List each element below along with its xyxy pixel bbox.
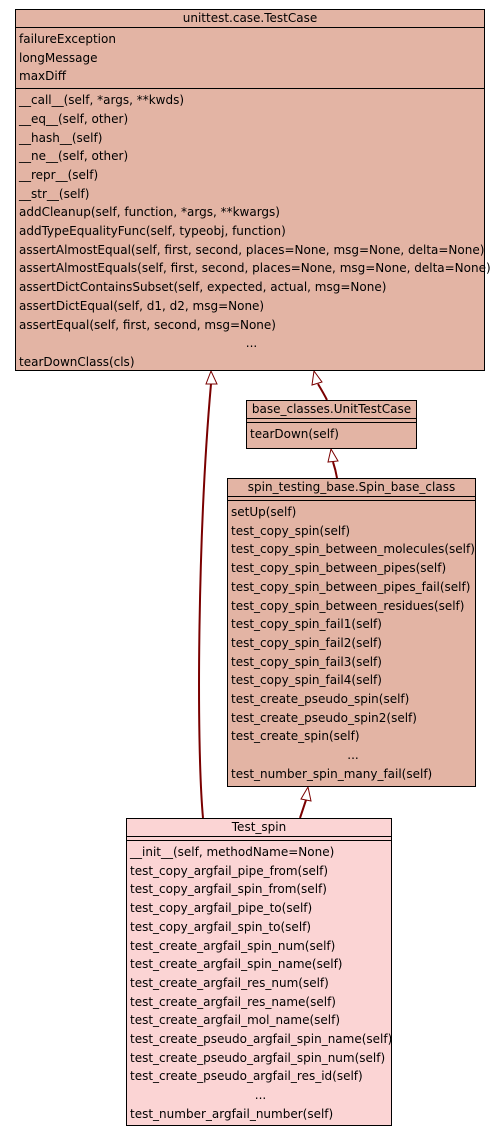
method-row: __str__(self) <box>19 186 90 201</box>
method-row: test_create_pseudo_argfail_res_id(self) <box>130 1069 363 1084</box>
edge-spinbase-to-unittestcase <box>332 461 338 479</box>
method-row: test_copy_argfail_spin_to(self) <box>130 919 312 934</box>
attribute-row: maxDiff <box>19 69 66 84</box>
method-row: test_copy_argfail_pipe_to(self) <box>130 901 313 916</box>
method-row: assertEqual(self, first, second, msg=Non… <box>19 317 276 332</box>
methods-section: __init__(self, methodName=None) test_cop… <box>127 841 393 1126</box>
method-row: addCleanup(self, function, *args, **kwar… <box>19 205 280 220</box>
arrowhead-spinbase-from-testspin <box>300 785 312 802</box>
method-row: test_create_spin(self) <box>231 729 360 744</box>
attribute-row: longMessage <box>19 50 98 65</box>
arrowhead-testcase-from-testspin <box>205 369 218 385</box>
method-row: assertDictEqual(self, d1, d2, msg=None) <box>19 298 265 313</box>
edge-testspin-to-spinbase <box>299 799 307 819</box>
method-row: test_copy_spin_between_pipes_fail(self) <box>231 579 471 594</box>
method-row: __hash__(self) <box>19 130 103 145</box>
method-row: test_create_pseudo_spin(self) <box>231 692 410 707</box>
method-row: setUp(self) <box>231 505 297 519</box>
ellipsis: ... <box>245 336 258 351</box>
attributes-section <box>228 497 475 501</box>
method-row: test_copy_spin(self) <box>231 523 351 538</box>
method-row: tearDownClass(cls) <box>19 354 135 369</box>
method-row: test_copy_spin_between_pipes(self) <box>231 561 447 576</box>
method-row: test_copy_spin_fail4(self) <box>231 673 382 688</box>
method-row: test_copy_argfail_pipe_from(self) <box>130 863 329 878</box>
edge-unittestcase-to-testcase <box>317 383 328 401</box>
method-row: test_create_pseudo_spin2(self) <box>231 710 417 725</box>
methods-section: setUp(self) test_copy_spin(self) test_co… <box>228 501 475 786</box>
class-box-spinbase: spin_testing_base.Spin_base_class setUp(… <box>227 478 476 787</box>
method-row: __ne__(self, other) <box>19 149 129 164</box>
attributes-section <box>127 837 391 841</box>
attributes-section: failureException longMessage maxDiff <box>16 28 484 90</box>
methods-section: __call__(self, *args, **kwds) __eq__(sel… <box>16 89 491 374</box>
method-row: test_create_pseudo_argfail_spin_num(self… <box>130 1050 386 1065</box>
method-row: test_create_argfail_res_name(self) <box>130 994 336 1009</box>
edge-testspin-to-testcase <box>198 383 212 819</box>
arrowhead-unittestcase-from-spinbase <box>327 447 339 463</box>
class-box-testspin: Test_spin __init__(self, methodName=None… <box>126 818 392 1126</box>
ellipsis: ... <box>254 1088 267 1103</box>
method-row: __eq__(self, other) <box>19 111 129 126</box>
method-row: addTypeEqualityFunc(self, typeobj, funct… <box>19 224 286 239</box>
method-row: test_copy_spin_fail2(self) <box>231 635 382 650</box>
method-row: test_copy_spin_fail1(self) <box>231 617 382 632</box>
class-box-testcase: unittest.case.TestCase failureException … <box>15 9 491 374</box>
class-box-unittestcase: base_classes.UnitTestCase tearDown(self) <box>246 400 417 449</box>
methods-section: tearDown(self) <box>247 423 416 446</box>
method-row: __init__(self, methodName=None) <box>130 845 335 859</box>
class-title-unittestcase: base_classes.UnitTestCase <box>247 401 416 419</box>
attributes-section <box>247 419 416 423</box>
method-row: test_copy_spin_fail3(self) <box>231 654 382 669</box>
attribute-row: failureException <box>19 32 116 46</box>
method-row: __repr__(self) <box>19 167 99 182</box>
method-row: test_number_argfail_number(self) <box>130 1106 334 1121</box>
method-row: assertAlmostEquals(self, first, second, … <box>19 261 491 276</box>
method-row: tearDown(self) <box>250 427 339 441</box>
method-row: assertAlmostEqual(self, first, second, p… <box>19 242 485 257</box>
method-row: __call__(self, *args, **kwds) <box>19 93 185 108</box>
method-row: test_create_argfail_res_num(self) <box>130 975 329 990</box>
method-row: test_copy_spin_between_residues(self) <box>231 598 465 613</box>
method-row: test_copy_argfail_spin_from(self) <box>130 882 327 897</box>
arrowhead-testcase-from-unittestcase <box>311 369 323 386</box>
class-title-testspin: Test_spin <box>127 819 391 837</box>
method-row: test_create_argfail_spin_num(self) <box>130 938 336 953</box>
method-row: test_number_spin_many_fail(self) <box>231 766 433 781</box>
method-row: test_copy_spin_between_molecules(self) <box>231 542 475 557</box>
ellipsis: ... <box>347 748 359 763</box>
method-row: test_create_argfail_spin_name(self) <box>130 957 343 972</box>
method-row: assertDictContainsSubset(self, expected,… <box>19 280 387 295</box>
class-title-testcase: unittest.case.TestCase <box>16 10 484 28</box>
method-row: test_create_pseudo_argfail_spin_name(sel… <box>130 1032 393 1047</box>
method-row: test_create_argfail_mol_name(self) <box>130 1013 341 1028</box>
class-title-spinbase: spin_testing_base.Spin_base_class <box>228 479 475 497</box>
